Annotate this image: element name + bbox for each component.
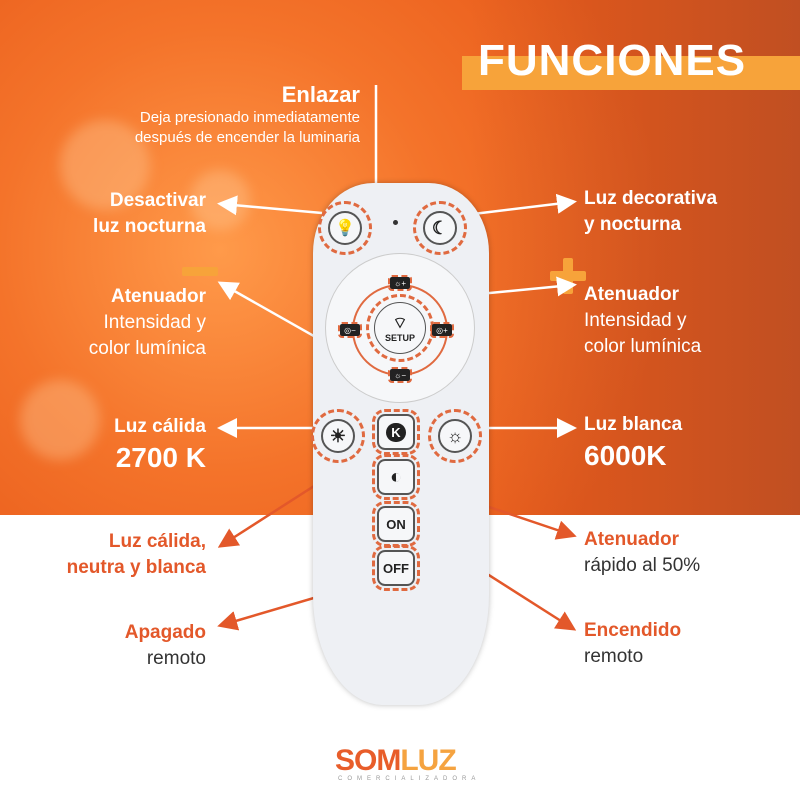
label-title: Luz cálida [114, 416, 206, 437]
label-title: Atenuador [111, 286, 206, 307]
label-title: Enlazar [281, 82, 360, 107]
label-desactivar: Desactivar luz nocturna [20, 188, 206, 240]
night-light-off-button[interactable]: 💡 [328, 211, 362, 245]
bokeh-light [20, 380, 100, 460]
label-desc: remoto [584, 646, 644, 667]
logo-part: LUZ [400, 744, 456, 777]
brightness-up-button[interactable]: ☼+ [388, 275, 412, 291]
moon-star-icon: ☾ [431, 217, 449, 238]
label-line: Luz decorativa [584, 188, 718, 209]
label-calida: Luz cálida 2700 K [20, 414, 206, 476]
white-light-button[interactable]: ☼ [438, 419, 472, 453]
arrow-desactivar [217, 195, 323, 216]
highlight-ring [428, 409, 482, 463]
setup-label: SETUP [384, 333, 415, 343]
sun-filled-icon: ☀ [329, 425, 347, 446]
label-title: Atenuador [584, 529, 679, 550]
title-bar [462, 56, 800, 90]
label-apagado: Apagado remoto [10, 620, 206, 672]
highlight-ring [413, 201, 467, 255]
logo-subtitle: COMERCIALIZADORA [338, 776, 481, 782]
label-decorativa: Luz decorativa y nocturna [584, 186, 717, 238]
label-atenuador-right: Atenuador Intensidad y color lumínica [584, 282, 701, 360]
label-blanca: Luz blanca 6000K [584, 412, 682, 474]
color-down-button[interactable]: ◎− [338, 322, 362, 338]
arrow-decorativa [464, 193, 577, 217]
label-line: neutra y blanca [66, 557, 206, 578]
label-desc: Deja presionado inmediatamente [139, 109, 360, 126]
label-rapido: Atenuador rápido al 50% [584, 527, 700, 579]
label-desc: después de encender la luminaria [134, 129, 360, 146]
night-light-button[interactable]: ☾ [423, 211, 457, 245]
sun-outline-icon: ☼ [446, 425, 464, 446]
label-atenuador-left: Atenuador Intensidad y color lumínica [20, 284, 206, 362]
highlight-ring [311, 409, 365, 463]
indicator-led [393, 220, 398, 225]
k-icon: K [386, 422, 406, 442]
label-line: y nocturna [584, 214, 682, 235]
page-title: FUNCIONES [478, 36, 747, 85]
label-desc: Intensidad y [584, 310, 687, 331]
plus-icon [550, 258, 586, 294]
highlight-ring [318, 201, 372, 255]
warm-light-button[interactable]: ☀ [321, 419, 355, 453]
label-encendido: Encendido remoto [584, 618, 681, 670]
label-title: Luz blanca [584, 414, 683, 435]
off-button[interactable]: OFF [372, 545, 420, 591]
label-line: Luz cálida, [108, 531, 206, 552]
on-button[interactable]: ON [372, 501, 420, 547]
bulb-icon: 💡 [335, 220, 355, 237]
label-line: luz nocturna [93, 216, 206, 237]
half-dim-button[interactable]: ◐ [372, 454, 420, 500]
label-title: Apagado [124, 622, 206, 643]
somluz-logo: SOMLUZ [335, 744, 457, 778]
brightness-down-button[interactable]: ☼− [388, 367, 412, 383]
wifi-icon: ⌔ [392, 315, 408, 332]
bokeh-light [60, 120, 150, 210]
label-desc: Intensidad y [103, 312, 206, 333]
label-cnb: Luz cálida, neutra y blanca [10, 529, 206, 581]
half-circle-icon: ◐ [389, 465, 403, 488]
label-value: 6000K [584, 440, 667, 471]
color-up-button[interactable]: ◎+ [430, 322, 454, 338]
label-desc: color lumínica [88, 338, 206, 359]
label-value: 2700 K [115, 442, 206, 473]
setup-button[interactable]: ⌔SETUP [374, 302, 426, 354]
label-title: Encendido [584, 620, 682, 641]
label-desc: color lumínica [584, 336, 702, 357]
label-line: Desactivar [109, 190, 206, 211]
label-enlazar: Enlazar Deja presionado inmediatamente d… [60, 82, 360, 148]
minus-icon [182, 267, 218, 276]
label-desc: rápido al 50% [584, 555, 701, 576]
logo-part: SOM [335, 744, 401, 777]
color-temp-button[interactable]: K [372, 409, 420, 455]
label-title: Atenuador [584, 284, 679, 305]
label-desc: remoto [146, 648, 206, 669]
